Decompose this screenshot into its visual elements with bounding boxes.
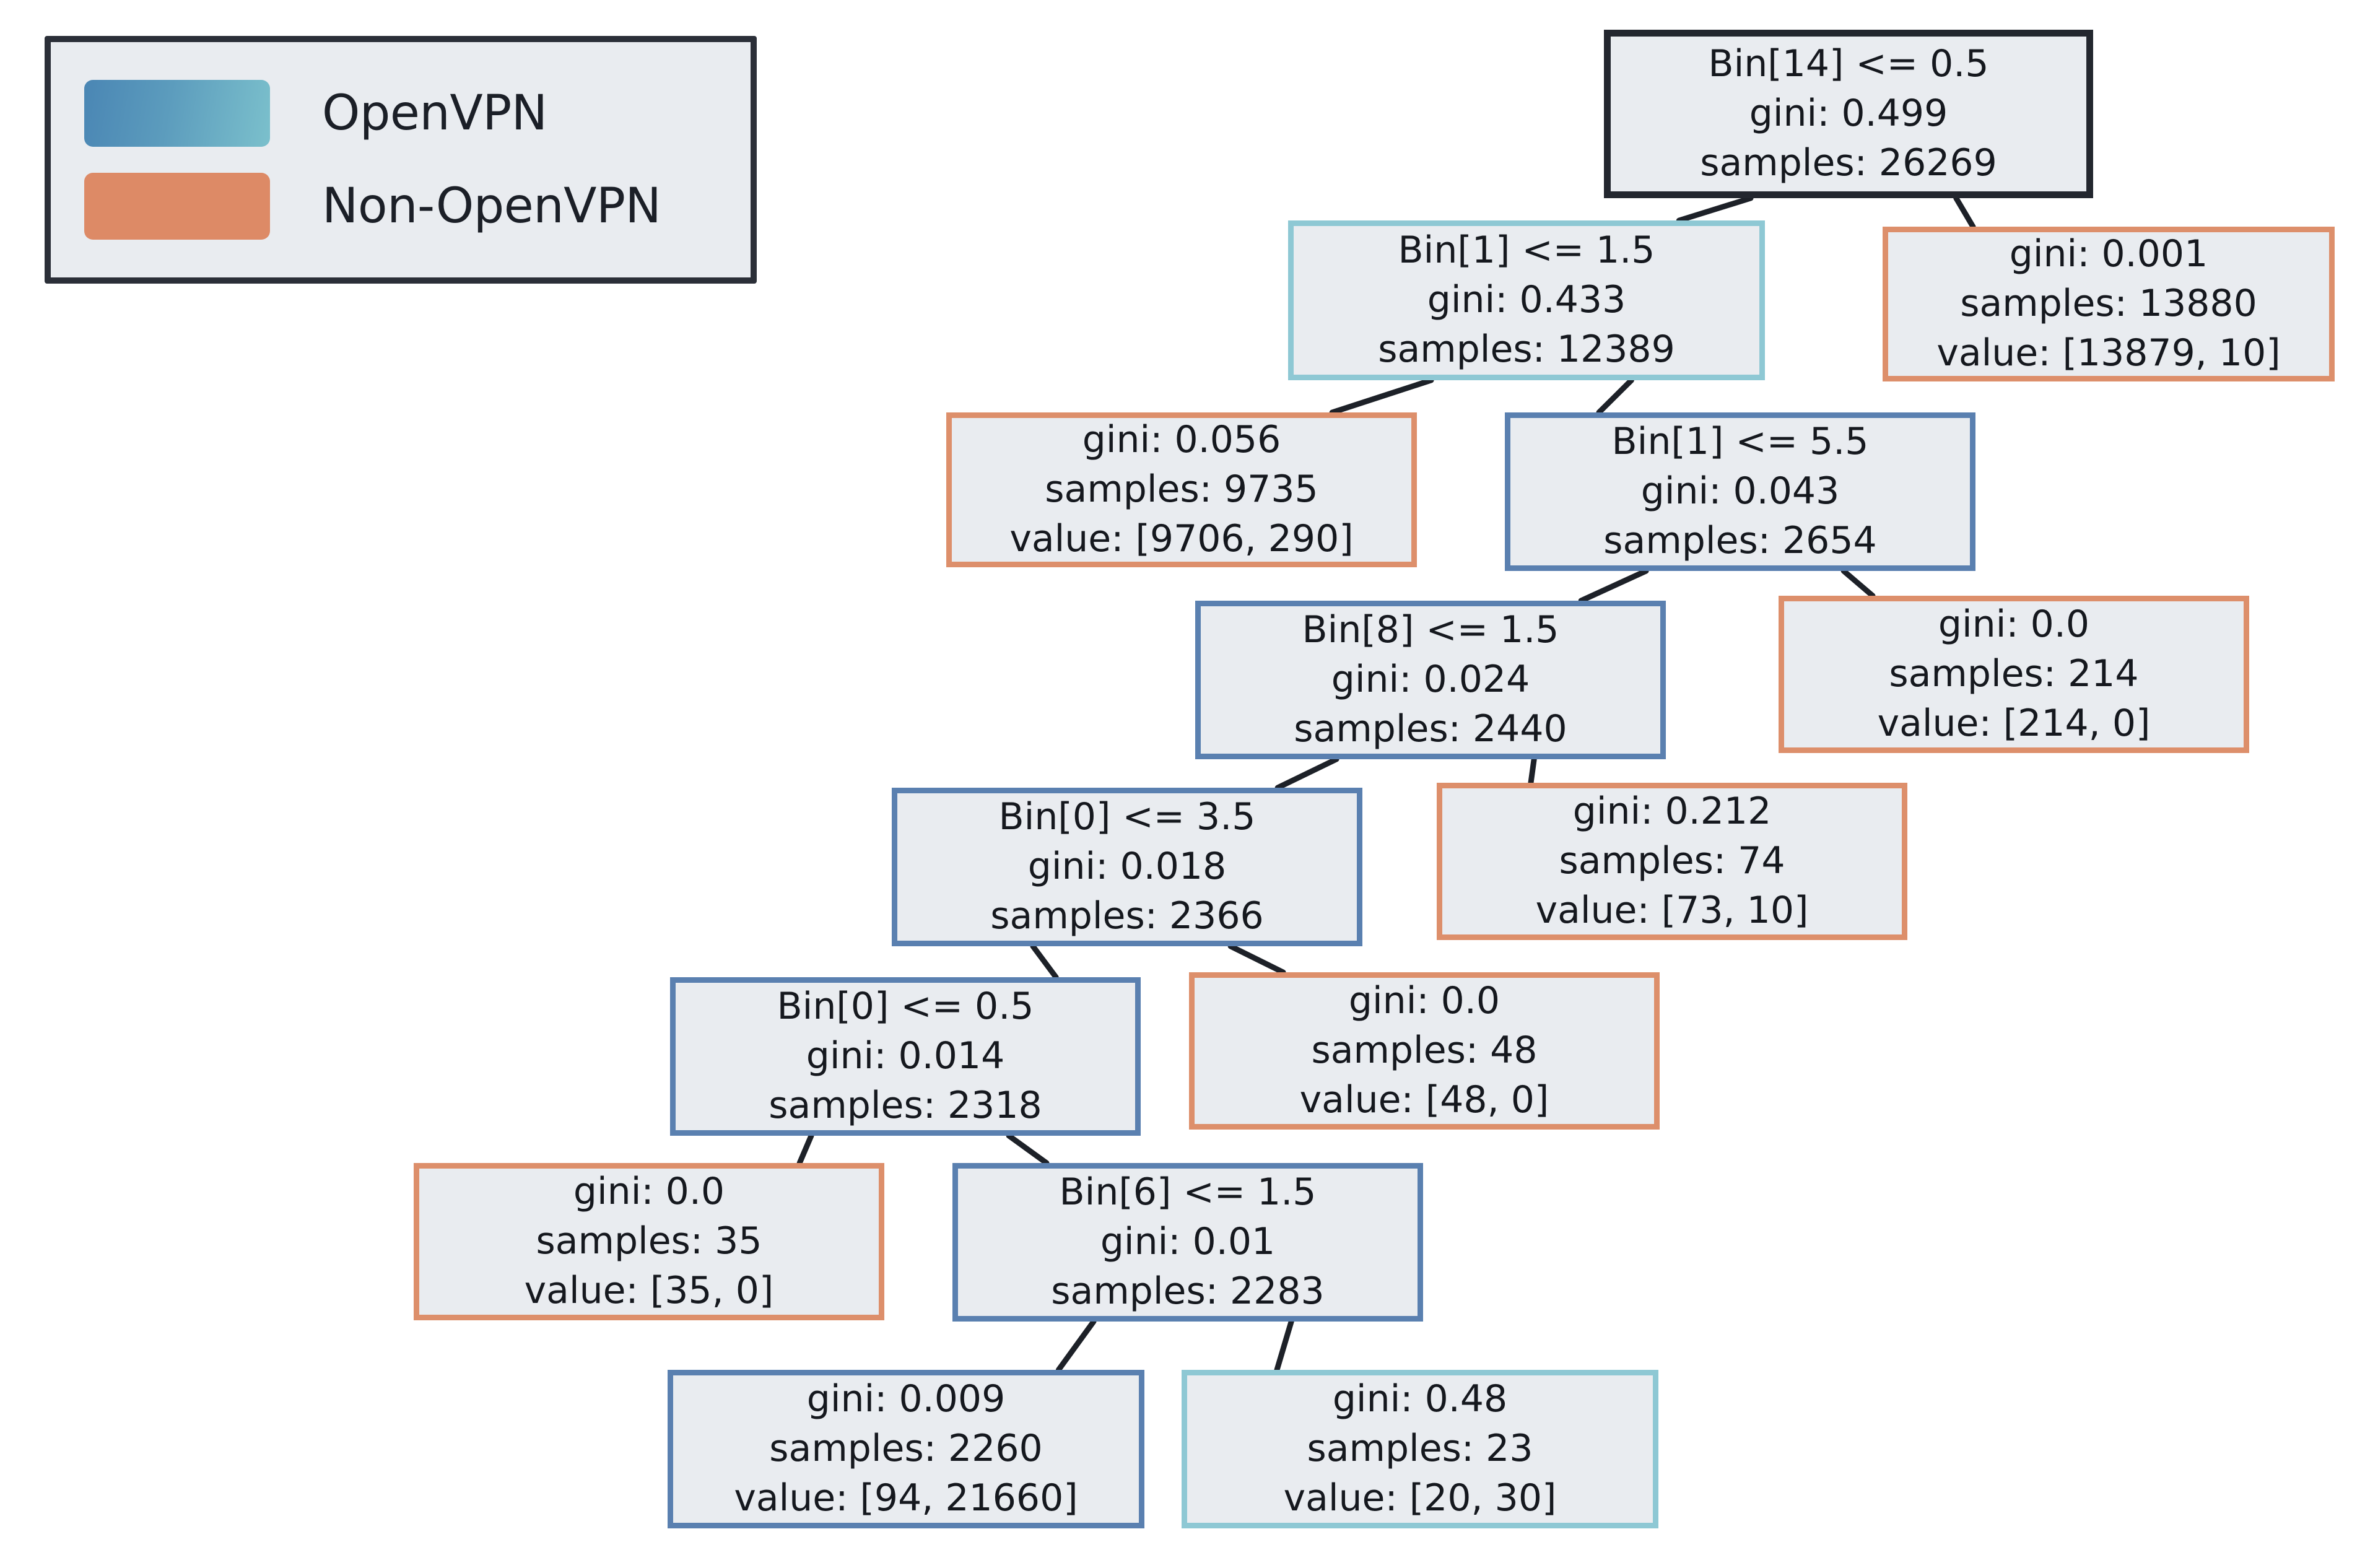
tree-leaf-node: gini: 0.212 samples: 74 value: [73, 10] [1437,783,1907,940]
tree-leaf-node: gini: 0.001 samples: 13880 value: [13879, … [1883,227,2335,381]
node-value-text: value: [20, 30] [1283,1476,1557,1520]
node-condition-text: Bin[1] <= 1.5 [1398,229,1655,272]
tree-split-node: Bin[1] <= 1.5 gini: 0.433 samples: 12389 [1288,220,1765,380]
node-value-text: value: [73, 10] [1535,888,1809,932]
tree-edge [1676,195,1754,224]
tree-edge [1227,943,1286,975]
node-gini-text: gini: 0.001 [2009,232,2208,276]
node-gini-text: gini: 0.018 [1027,845,1227,889]
node-value-text: value: [9706, 290] [1009,516,1354,560]
tree-edge [1055,1318,1097,1373]
node-value-text: value: [94, 21660] [734,1476,1078,1520]
node-gini-text: gini: 0.043 [1640,469,1840,513]
node-gini-text: gini: 0.0 [573,1170,725,1214]
tree-edge [796,1133,814,1166]
legend-item-openvpn: OpenVPN [84,67,717,160]
node-gini-text: gini: 0.0 [1348,979,1500,1023]
tree-edge [1030,943,1059,980]
tree-leaf-node: gini: 0.009 samples: 2260 value: [94, 2166… [668,1370,1144,1528]
node-samples-text: samples: 2654 [1603,518,1877,562]
node-value-text: value: [13879, 10] [1936,331,2281,375]
node-condition-text: Bin[14] <= 0.5 [1708,42,1989,86]
node-gini-text: gini: 0.499 [1749,92,1948,136]
tree-split-node: Bin[6] <= 1.5 gini: 0.01 samples: 2283 [952,1163,1423,1322]
node-gini-text: gini: 0.433 [1427,278,1626,322]
node-samples-text: samples: 26269 [1700,141,1997,185]
tree-split-node: Bin[0] <= 3.5 gini: 0.018 samples: 2366 [892,788,1362,946]
tree-leaf-node: gini: 0.0 samples: 48 value: [48, 0] [1189,972,1660,1130]
node-condition-text: Bin[6] <= 1.5 [1059,1170,1317,1214]
tree-edge [1528,756,1537,786]
node-condition-text: Bin[0] <= 0.5 [777,985,1034,1029]
node-condition-text: Bin[8] <= 1.5 [1302,608,1559,652]
tree-leaf-node: gini: 0.0 samples: 214 value: [214, 0] [1779,596,2249,753]
node-samples-text: samples: 48 [1311,1029,1538,1073]
node-samples-text: samples: 2318 [769,1083,1042,1127]
tree-edge [1006,1133,1050,1166]
node-samples-text: samples: 2260 [769,1427,1043,1471]
node-samples-text: samples: 9735 [1045,468,1318,512]
node-value-text: value: [35, 0] [524,1268,774,1312]
node-condition-text: Bin[0] <= 3.5 [998,795,1256,839]
node-gini-text: gini: 0.056 [1082,418,1281,462]
legend-label-non-openvpn: Non-OpenVPN [322,178,661,234]
tree-edge [1596,377,1634,416]
node-gini-text: gini: 0.0 [1938,603,2090,647]
legend-item-non-openvpn: Non-OpenVPN [84,160,717,253]
legend-box: OpenVPN Non-OpenVPN [45,36,757,284]
legend-swatch-non-openvpn [84,173,270,240]
node-gini-text: gini: 0.48 [1332,1377,1508,1421]
node-samples-text: samples: 13880 [1960,282,2257,326]
tree-edge [1578,568,1649,604]
node-samples-text: samples: 74 [1559,839,1785,883]
legend-label-openvpn: OpenVPN [322,85,547,141]
node-gini-text: gini: 0.212 [1572,790,1772,834]
node-samples-text: samples: 214 [1889,652,2139,696]
node-gini-text: gini: 0.014 [806,1034,1005,1078]
node-samples-text: samples: 2366 [990,894,1264,938]
node-condition-text: Bin[1] <= 5.5 [1611,420,1869,464]
tree-edge [1329,377,1434,416]
tree-split-node: Bin[8] <= 1.5 gini: 0.024 samples: 2440 [1195,601,1666,759]
tree-edge [1953,195,1976,230]
tree-leaf-node: gini: 0.48 samples: 23 value: [20, 30] [1182,1370,1658,1528]
node-gini-text: gini: 0.01 [1100,1220,1276,1264]
node-samples-text: samples: 35 [536,1219,762,1263]
node-samples-text: samples: 12389 [1378,327,1675,371]
tree-edge [1274,1318,1294,1373]
tree-edge [1274,756,1339,791]
node-gini-text: gini: 0.024 [1331,658,1530,702]
tree-edge [1840,568,1876,599]
tree-leaf-node: gini: 0.0 samples: 35 value: [35, 0] [414,1163,884,1320]
tree-split-node: Bin[1] <= 5.5 gini: 0.043 samples: 2654 [1505,412,1975,571]
legend-swatch-openvpn [84,80,270,147]
node-samples-text: samples: 23 [1307,1427,1533,1471]
node-samples-text: samples: 2283 [1051,1269,1325,1313]
node-samples-text: samples: 2440 [1294,707,1567,751]
node-value-text: value: [214, 0] [1877,701,2151,745]
node-gini-text: gini: 0.009 [806,1377,1006,1421]
tree-split-node: Bin[0] <= 0.5 gini: 0.014 samples: 2318 [670,977,1141,1136]
tree-split-node: Bin[14] <= 0.5 gini: 0.499 samples: 26269 [1604,30,2093,198]
node-value-text: value: [48, 0] [1299,1078,1549,1122]
